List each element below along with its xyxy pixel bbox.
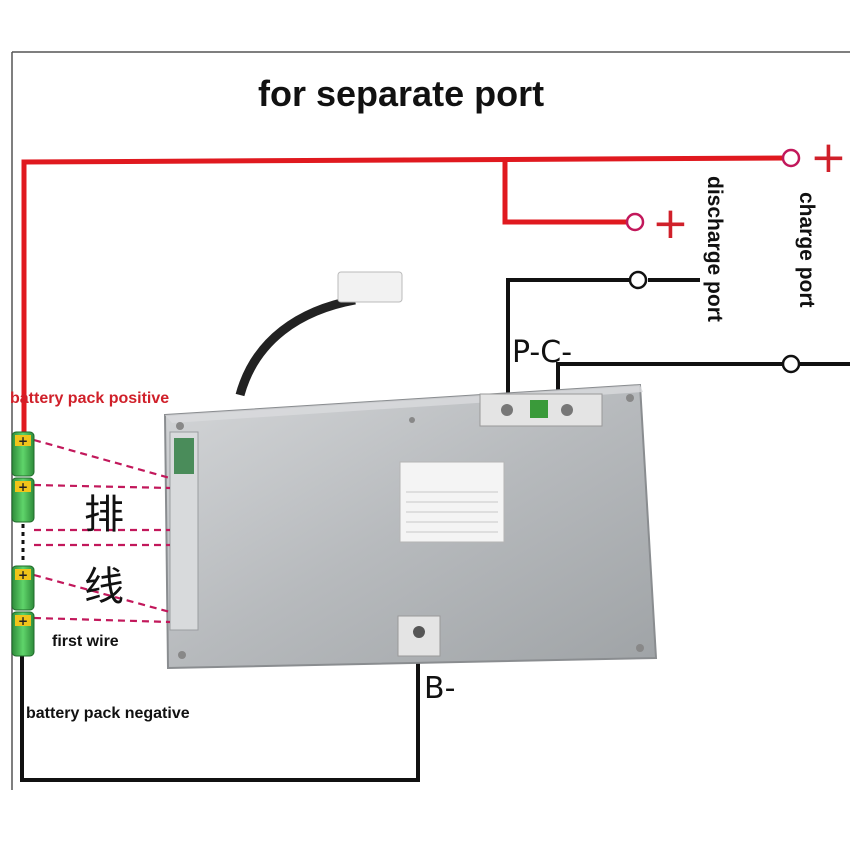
battery-stack: + + + + <box>11 431 35 657</box>
b-minus-label: B- <box>424 671 455 706</box>
battery-cell: + <box>11 477 35 523</box>
svg-text:+: + <box>18 480 28 494</box>
svg-text:+: + <box>18 434 28 448</box>
balance-wires <box>33 438 171 624</box>
bms-board <box>163 271 658 670</box>
charge-positive-terminal <box>781 148 801 168</box>
first-wire-label: first wire <box>52 633 119 650</box>
negative-wire <box>20 278 850 782</box>
discharge-positive-terminal <box>625 212 645 232</box>
discharge-negative-terminal <box>628 270 648 290</box>
battery-cell: + <box>11 565 35 611</box>
svg-text:+: + <box>18 568 28 582</box>
battery-pack-positive-label: battery pack positive <box>10 390 169 407</box>
battery-cell: + <box>11 431 35 477</box>
cjk-label-bottom: 线 <box>84 564 124 610</box>
charge-port-label: charge port <box>795 192 818 308</box>
signal-cable <box>235 295 356 397</box>
charge-negative-terminal <box>781 354 801 374</box>
discharge-port-label: discharge port <box>703 176 726 322</box>
discharge-plus-sign: + <box>652 198 689 249</box>
diagram-title: for separate port <box>258 73 544 114</box>
pc-minus-label: P-C- <box>512 335 572 370</box>
battery-pack-negative-label: battery pack negative <box>26 705 190 722</box>
signal-connector <box>337 271 403 303</box>
positive-wire <box>21 155 791 440</box>
battery-cell: + <box>11 611 35 657</box>
svg-text:+: + <box>18 614 28 628</box>
charge-plus-sign: + <box>810 132 847 183</box>
b-terminal-plate <box>397 615 441 657</box>
cjk-label-top: 排 <box>84 492 124 538</box>
